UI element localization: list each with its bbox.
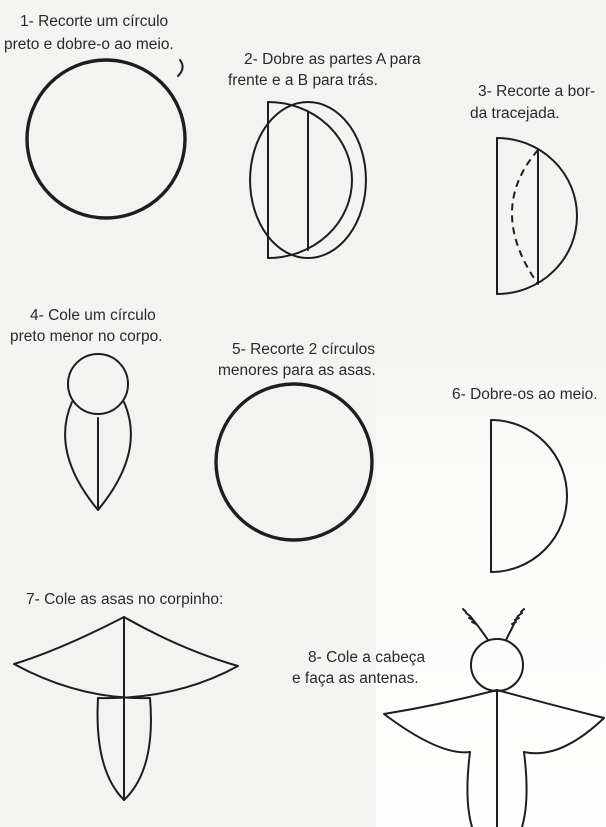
step-7-left-wing bbox=[14, 617, 150, 698]
step-7-assembly bbox=[14, 617, 238, 800]
step-3-dashed-border bbox=[512, 150, 538, 284]
step-4-body bbox=[65, 354, 131, 510]
step-4-head-circle bbox=[68, 354, 128, 414]
step-8-head bbox=[471, 639, 523, 691]
step-8-right-wing bbox=[497, 690, 604, 753]
step-3-folded-shape bbox=[497, 138, 577, 294]
step-8-antenna-right-tip bbox=[512, 609, 524, 624]
step-1-circle bbox=[27, 60, 185, 218]
step-8-body-left bbox=[467, 752, 472, 827]
step-8-left-wing bbox=[384, 690, 497, 752]
stray-mark bbox=[178, 60, 183, 76]
step-8-body-right bbox=[522, 752, 527, 827]
step-6-arc bbox=[491, 420, 567, 572]
step-6-half-circle bbox=[491, 420, 567, 572]
step-2-flap-right bbox=[308, 102, 366, 258]
step-7-right-wing bbox=[98, 617, 238, 698]
step-2-outer-arc bbox=[268, 102, 352, 258]
step-5-circle bbox=[216, 384, 372, 540]
step-8-assembly bbox=[384, 609, 604, 827]
step-2-folded-shape bbox=[250, 102, 366, 258]
step-2-flap-left bbox=[250, 102, 308, 258]
